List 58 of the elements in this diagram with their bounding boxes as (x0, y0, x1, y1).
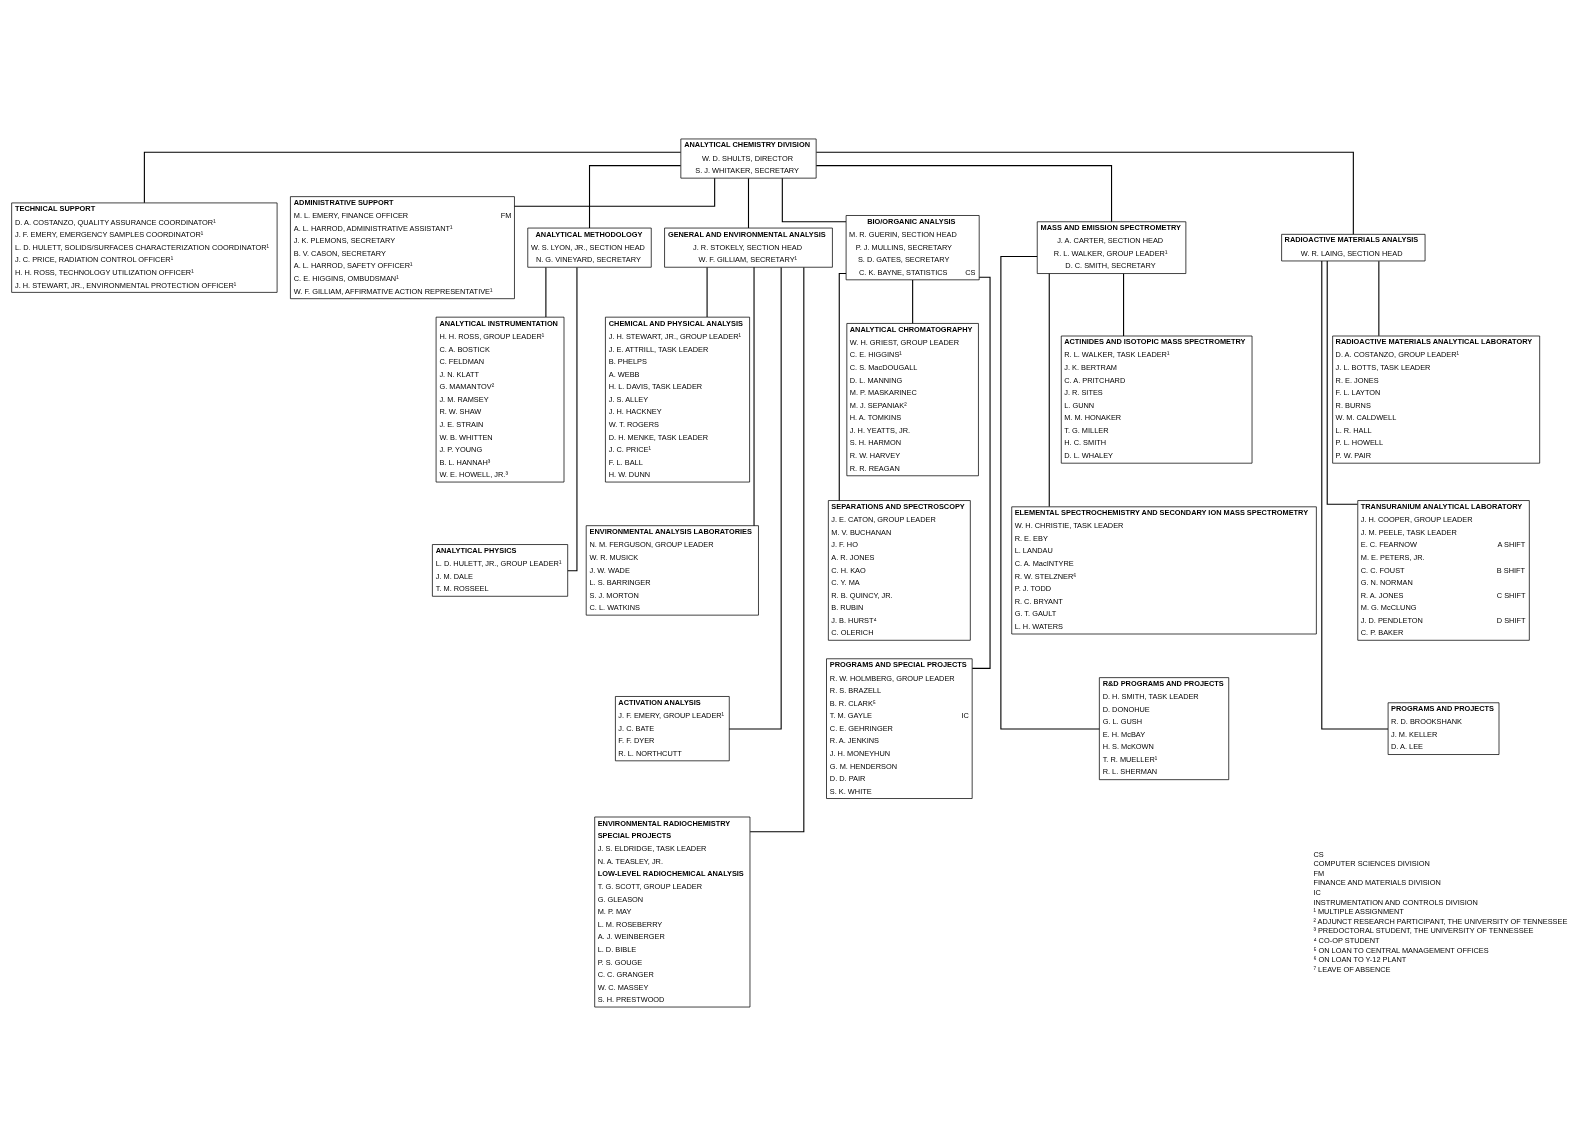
node-box: ELEMENTAL SPECTROCHEMISTRY AND SECONDARY ION MASS SPECTROMETRY W. H. CHRISTIE, TASK LEADER R. E. EBY L. LANDAU C. A. MacINTYRE R. W. STELZNER⁶ P. J. TODD R. C. BRYANT G. T. GAULT L. H. WATERS (1011, 505, 1317, 634)
connector (747, 177, 750, 228)
node-box: ANALYTICAL METHODOLOGY W. S. LYON, JR., SECTION HEAD N. G. VINEYARD, SECRETARY (527, 227, 652, 268)
node-box: MASS AND EMISSION SPECTROMETRY J. A. CARTER, SECTION HEAD R. L. WALKER, GROUP LEADER¹ D. C. SMITH, SECRETARY (1036, 220, 1187, 274)
connector (513, 177, 716, 207)
node-box: ANALYTICAL CHROMATOGRAPHY W. H. GRIEST, GROUP LEADER C. E. HIGGINS¹ C. S. MacDOUGALL D. L. MANNING M. P. MASKARINEC M. J. SEPANIAK² H. A. TOMKINS J. H. YEATTS, JR. S. H. HARMON R. W. HARVEY R. R. REAGAN (846, 322, 979, 476)
connector (706, 266, 708, 318)
node-box: RADIOACTIVE MATERIALS ANALYTICAL LABORATORY D. A. COSTANZO, GROUP LEADER¹ J. L. BOTTS, TASK LEADER R. E. JONES F. L. LAYTON R. BURNS W. M. CALDWELL L. R. HALL P. L. HOWELL P. W. PAIR (1332, 335, 1541, 464)
connector (753, 266, 755, 526)
node-box: PROGRAMS AND PROJECTS R. D. BROOKSHANK J. M. KELLER D. A. LEE (1387, 701, 1500, 755)
connector (567, 266, 578, 571)
node-box: ANALYTICAL PHYSICS L. D. HULETT, JR., GROUP LEADER¹ J. M. DALE T. M. ROSSEEL (432, 543, 569, 597)
node-box: BIO/ORGANIC ANALYSIS M. R. GUERIN, SECTION HEAD P. J. MULLINS, SECRETARY S. D. GATES, SECRETARY C. K. BAYNE, STATISTICS CS (845, 214, 980, 280)
node-box: ADMINISTRATIVE SUPPORT M. L. EMERY, FINANCE OFFICER FM A. L. HARROD, ADMINISTRATIVE ASSISTANT¹ J. K. PLEMONS, SECRETARY B. V. CASON, SECRETARY A. L. HARROD, SAFETY OFFICER¹ C. E. HIGGINS, OMBUDSMAN¹ W. F. GILLIAM, AFFIRMATIVE ACTION REPRESENTATIVE¹ (290, 195, 515, 299)
node-box: TRANSURANIUM ANALYTICAL LABORATORY J. H. COOPER, GROUP LEADER J. M. PEELE, TASK LEADER E. C. FEARNOW A SHIFT M. E. PETERS, JR. C. C. FOUST B SHIFT G. N. NORMAN R. A. JONES C SHIFT M. G. McCLUNG J. D. PENDLETON D SHIFT C. P. BAKER (1357, 499, 1530, 641)
label: INSTRUMENTATION AND CONTROLS DIVISION (1313, 897, 1478, 907)
node-box: RADIOACTIVE MATERIALS ANALYSIS W. R. LAING, SECTION HEAD (1281, 233, 1426, 261)
connector (1123, 272, 1125, 336)
node-box: ENVIRONMENTAL RADIOCHEMISTRY SPECIAL PROJECTS J. S. ELDRIDGE, TASK LEADER N. A. TEASLEY, JR. LOW-LEVEL RADIOCHEMICAL ANALYSIS T. G. SCOTT, GROUP LEADER G. GLEASON M. P. MAY L. M. ROSEBERRY A. J. WEINBERGER L. D. BIBLE P. S. GOUGE C. C. GRANGER W. C. MASSEY S. H. PRESTWOOD (594, 816, 751, 1007)
label: ⁶ ON LOAN TO Y-12 PLANT (1313, 954, 1407, 964)
node-box: ACTINIDES AND ISOTOPIC MASS SPECTROMETRY R. L. WALKER, TASK LEADER¹ J. K. BERTRAM C. A. PRITCHARD J. R. SITES L. GUNN M. M. HONAKER T. G. MILLER H. C. SMITH D. L. WHALEY (1060, 335, 1253, 464)
connector (815, 151, 1354, 235)
label: CS (1313, 849, 1324, 859)
label: FINANCE AND MATERIALS DIVISION (1313, 877, 1441, 887)
connector (1321, 259, 1389, 730)
connector (1326, 260, 1359, 505)
connector (781, 177, 847, 222)
label: ¹ MULTIPLE ASSIGNMENT (1313, 906, 1404, 916)
connector (815, 164, 1113, 222)
label: IC (1313, 887, 1321, 897)
label: COMPUTER SCIENCES DIVISION (1313, 858, 1430, 868)
connector (912, 278, 914, 324)
node-box: GENERAL AND ENVIRONMENTAL ANALYSIS J. R. STOKELY, SECTION HEAD W. F. GILLIAM, SECRETARY¹ (664, 227, 833, 268)
label: ² ADJUNCT RESEARCH PARTICIPANT, THE UNIVERSITY OF TENNESSEE (1313, 916, 1568, 926)
connector (545, 266, 547, 318)
connector (728, 266, 782, 730)
connector (143, 151, 682, 203)
node-box: CHEMICAL AND PHYSICAL ANALYSIS J. H. STEWART, JR., GROUP LEADER¹ J. E. ATTRILL, TASK LEADER B. PHELPS A. WEBB H. L. DAVIS, TASK LEADER J. S. ALLEY J. H. HACKNEY W. T. ROGERS D. H. MENKE, TASK LEADER J. C. PRICE¹ F. L. BALL H. W. DUNN (605, 316, 750, 482)
connector (588, 164, 682, 229)
connector (1378, 260, 1380, 336)
label: ⁵ ON LOAN TO CENTRAL MANAGEMENT OFFICES (1313, 945, 1489, 955)
node-box: ANALYTICAL CHEMISTRY DIVISION W. D. SHULTS, DIRECTOR S. J. WHITAKER, SECRETARY (680, 138, 817, 178)
node-box: ENVIRONMENTAL ANALYSIS LABORATORIES N. M. FERGUSON, GROUP LEADER W. R. MUSICK J. W. WADE L. S. BARRINGER S. J. MORTON C. L. WATKINS (585, 524, 759, 615)
label: ⁴ CO-OP STUDENT (1313, 935, 1380, 945)
node-box: TECHNICAL SUPPORT D. A. COSTANZO, QUALITY ASSURANCE COORDINATOR¹ J. F. EMERY, EMERGENCY SAMPLES COORDINATOR¹ L. D. HULETT, SOLIDS/SURFACES CHARACTERIZATION COORDINATOR¹ J. C. PRICE, RADIATION CONTROL OFFICER¹ H. H. ROSS, TECHNOLOGY UTILIZATION OFFICER¹ J. H. STEWART, JR., ENVIRONMENTAL PROTECTION OFFICER¹ (11, 202, 278, 293)
connector (1000, 255, 1100, 730)
label: FM (1313, 868, 1325, 878)
node-box: PROGRAMS AND SPECIAL PROJECTS R. W. HOLMBERG, GROUP LEADER R. S. BRAZELL B. R. CLARK⁵ T. M. GAYLE IC C. E. GEHRINGER R. A. JENKINS J. H. MONEYHUN G. M. HENDERSON D. D. PAIR S. K. WHITE (826, 657, 973, 799)
node-box: R&D PROGRAMS AND PROJECTS D. H. SMITH, TASK LEADER D. DONOHUE G. L. GUSH E. H. McBAY H. S. McKOWN T. R. MUELLER¹ R. L. SHERMAN (1099, 676, 1230, 780)
node-box: SEPARATIONS AND SPECTROSCOPY J. E. CATON, GROUP LEADER M. V. BUCHANAN J. F. HO A. R. JONES C. H. KAO C. Y. MA R. B. QUINCY, JR. B. RUBIN J. B. HURST⁴ C. OLERICH (828, 499, 971, 641)
node-box: ACTIVATION ANALYSIS J. F. EMERY, GROUP LEADER¹ J. C. BATE F. F. DYER R. L. NORTHCUTT (615, 695, 730, 761)
node-box: ANALYTICAL INSTRUMENTATION H. H. ROSS, GROUP LEADER¹ C. A. BOSTICK C. FELDMAN J. N. KLATT G. MAMANTOV² J. M. RAMSEY R. W. SHAW J. E. STRAIN W. B. WHITTEN J. P. YOUNG B. L. HANNAH³ W. E. HOWELL, JR.³ (435, 316, 565, 482)
label: ⁷ LEAVE OF ABSENCE (1313, 964, 1391, 974)
connector (838, 272, 847, 501)
connector (749, 266, 805, 832)
connector (1048, 272, 1050, 507)
connector (971, 276, 991, 669)
label: ³ PREDOCTORAL STUDENT, THE UNIVERSITY OF TENNESSEE (1313, 925, 1534, 935)
